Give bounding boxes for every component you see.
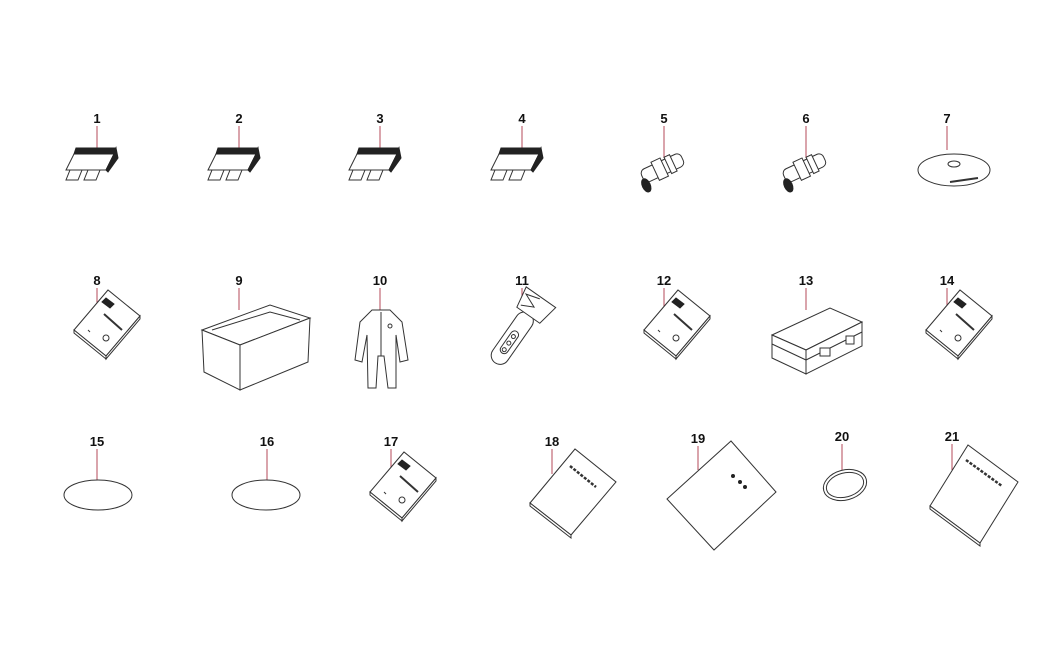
callout-number: 11: [515, 273, 529, 288]
callout-number: 21: [945, 429, 959, 444]
callout-number: 15: [90, 434, 104, 449]
part-16-oval-tag: 16: [231, 434, 301, 511]
callout-number: 12: [657, 273, 671, 288]
part-10-coverall: 10: [354, 273, 409, 389]
callout-number: 7: [943, 111, 950, 126]
callout-number: 6: [802, 111, 809, 126]
part-6-connector: 6: [781, 111, 828, 194]
part-19-certificate: 19: [666, 431, 777, 551]
callout-number: 1: [93, 111, 100, 126]
callout-number: 4: [518, 111, 526, 126]
part-9-box: 9: [200, 273, 312, 391]
part-5-connector: 5: [639, 111, 686, 194]
part-1-fuse: 1: [65, 111, 119, 181]
part-20-o-ring: 20: [822, 429, 868, 502]
part-17-manual: 17: [369, 434, 437, 522]
callout-number: 14: [940, 273, 955, 288]
callout-number: 17: [384, 434, 398, 449]
part-4-fuse: 4: [490, 111, 544, 181]
callout-number: 20: [835, 429, 849, 444]
part-14-manual: 14: [925, 273, 993, 360]
callout-number: 13: [799, 273, 813, 288]
callout-number: 10: [373, 273, 387, 288]
callout-number: 3: [376, 111, 383, 126]
part-2-fuse: 2: [207, 111, 261, 181]
part-11-flashlight: 11: [490, 273, 557, 365]
part-18-booklet: 18: [529, 434, 617, 540]
callout-number: 8: [93, 273, 100, 288]
part-13-tool-case: 13: [770, 273, 864, 375]
callout-number: 9: [235, 273, 242, 288]
part-21-booklet: 21: [929, 429, 1019, 547]
callout-number: 19: [691, 431, 705, 446]
part-8-manual: 8: [73, 273, 141, 360]
callout-number: 2: [235, 111, 242, 126]
callout-number: 5: [660, 111, 667, 126]
part-3-fuse: 3: [348, 111, 402, 181]
callout-number: 16: [260, 434, 274, 449]
callout-number: 18: [545, 434, 559, 449]
part-15-oval-tag: 15: [63, 434, 133, 511]
part-12-manual: 12: [643, 273, 711, 360]
part-7-disc: 7: [917, 111, 991, 187]
